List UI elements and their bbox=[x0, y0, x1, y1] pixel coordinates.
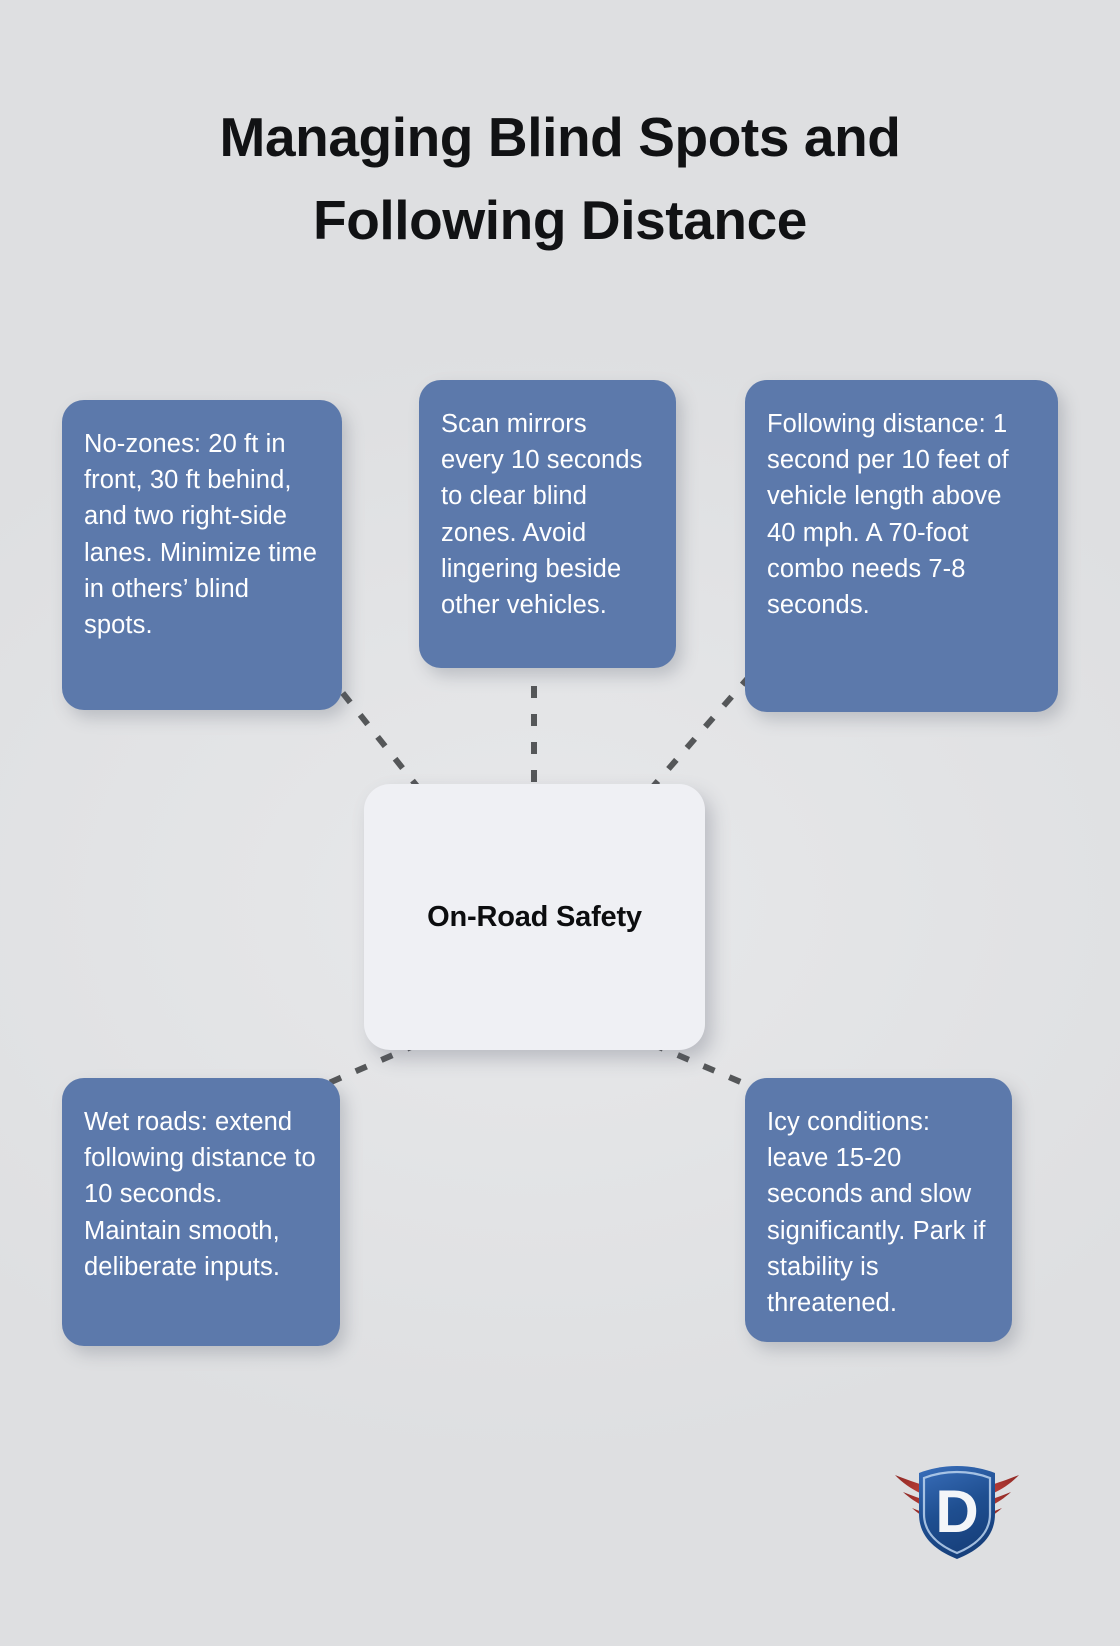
node-no-zones-text: No-zones: 20 ft in front, 30 ft behind, … bbox=[84, 430, 317, 640]
connector-center-to-wet-roads bbox=[320, 1041, 420, 1089]
node-no-zones[interactable]: No-zones: 20 ft in front, 30 ft behind, … bbox=[62, 400, 342, 710]
node-following-distance-text: Following distance: 1 second per 10 feet… bbox=[767, 410, 1009, 620]
node-wet-roads[interactable]: Wet roads: extend following distance to … bbox=[62, 1078, 340, 1346]
node-scan-mirrors[interactable]: Scan mirrors every 10 seconds to clear b… bbox=[419, 380, 676, 668]
node-center-on-road-safety[interactable]: On-Road Safety bbox=[364, 784, 705, 1050]
page-title-line-1: Managing Blind Spots and bbox=[219, 106, 901, 168]
logo-letter-d: D bbox=[935, 1478, 978, 1545]
logo-shield-outline bbox=[919, 1466, 995, 1559]
connector-center-to-following-distance bbox=[647, 676, 751, 792]
connector-center-to-icy-conditions bbox=[650, 1041, 752, 1089]
node-wet-roads-text: Wet roads: extend following distance to … bbox=[84, 1108, 316, 1281]
logo-shield-inner-bevel bbox=[922, 1470, 992, 1555]
node-icy-conditions-text: Icy conditions: leave 15-20 seconds and … bbox=[767, 1108, 986, 1318]
node-scan-mirrors-text: Scan mirrors every 10 seconds to clear b… bbox=[441, 410, 643, 620]
center-node-label: On-Road Safety bbox=[427, 900, 642, 933]
page-title: Managing Blind Spots and Following Dista… bbox=[0, 96, 1120, 261]
node-icy-conditions[interactable]: Icy conditions: leave 15-20 seconds and … bbox=[745, 1078, 1012, 1342]
page-title-line-2: Following Distance bbox=[313, 188, 807, 251]
node-following-distance[interactable]: Following distance: 1 second per 10 feet… bbox=[745, 380, 1058, 712]
winged-shield-logo: D bbox=[895, 1466, 1019, 1559]
